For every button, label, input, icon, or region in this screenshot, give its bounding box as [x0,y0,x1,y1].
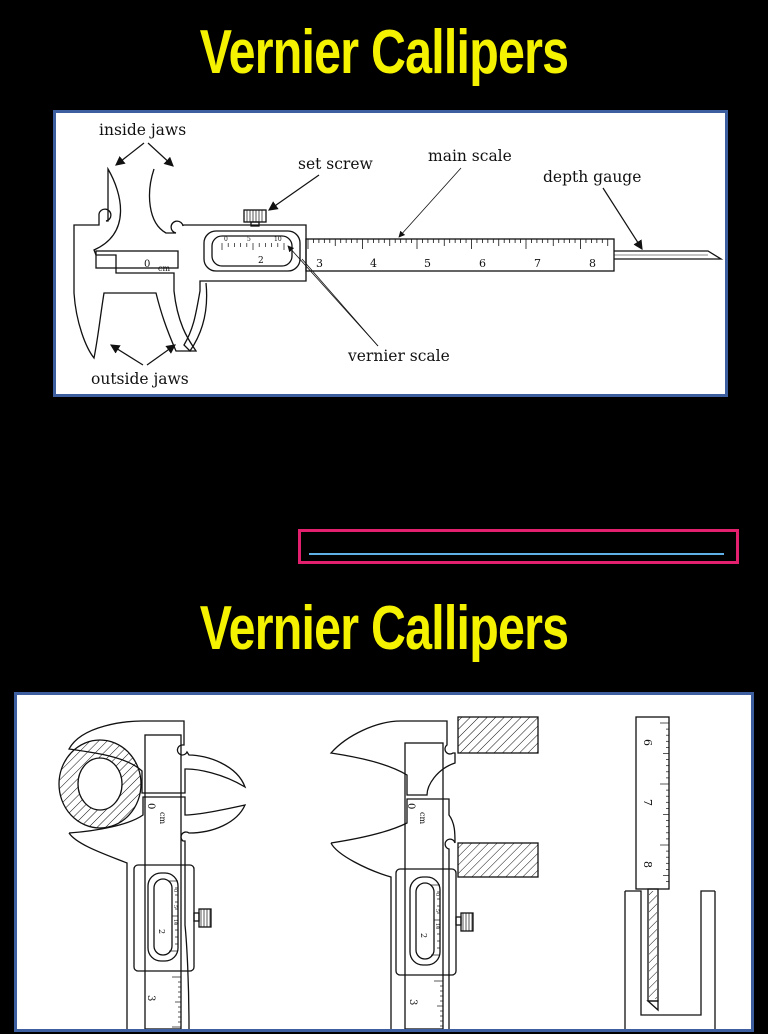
main-scale-beam [305,238,615,272]
unit-label-b: cm [418,812,427,824]
main-scale-number: 7 [534,257,541,270]
measured-hole [624,890,716,1029]
main-scale-number: 6 [479,257,486,270]
caliper-diagram-panel: 3 4 5 6 7 8 0 5 10 2 0 cm inside jaws se… [53,110,728,397]
unit-label-a: cm [158,812,167,824]
vernier-number-b: 2 [419,933,428,938]
caliper-usage-diagram: 0 cm 0 5 10 2 3 0 cm 0 5 10 [58,716,716,1030]
depth-gauge-rod [614,250,724,260]
main-scale-number: 5 [424,257,431,270]
main-ticks-a [172,976,181,1028]
vernier-ticks-a [169,880,178,952]
label-set-screw: set screw [298,155,374,173]
label-depth-gauge: depth gauge [543,168,641,186]
fixed-jaw-a [67,720,247,794]
main-scale-ticks [307,239,609,249]
label-outside-jaws: outside jaws [91,370,189,388]
vernier-window [203,230,301,272]
vernier-number: 2 [258,256,264,266]
vernier-number-b: 10 [434,923,440,929]
measured-slot-lower [457,842,539,878]
vernier-ticks-b [431,884,440,956]
fixed-jaw [73,166,198,360]
label-main-scale: main scale [428,147,512,165]
answer-highlight-box [298,529,739,564]
fixed-jaw-b [329,720,456,796]
depth-number: 6 [641,739,654,746]
sliding-jaw [148,168,307,353]
caliper-usage-panel: 0 cm 0 5 10 2 3 0 cm 0 5 10 [14,692,754,1032]
beam-a [144,734,182,1030]
zero-mark-b: 0 [405,803,416,809]
main-scale-number: 8 [589,257,596,270]
zero-mark: 0 [144,259,150,270]
vernier-number-b: 5 [434,909,440,912]
main-scale-number: 3 [316,257,323,270]
vernier-number-a: 10 [172,919,178,925]
label-vernier-scale: vernier scale [347,347,450,365]
main-digit-b: 3 [407,999,418,1005]
label-inside-jaws: inside jaws [99,121,186,139]
vernier-number-a: 5 [172,905,178,908]
measured-ring [58,739,142,829]
depth-number: 7 [641,799,654,806]
main-scale-number: 4 [370,257,377,270]
measured-slot-upper [457,716,539,754]
vernier-scale-ticks [221,243,285,250]
vernier-number: 10 [274,236,282,243]
sliding-jaw-b [330,798,456,1029]
labelled-caliper-diagram: 3 4 5 6 7 8 0 5 10 2 0 cm inside jaws se… [73,121,724,388]
depth-scale-ticks [660,722,669,882]
vernier-number-b: 0 [434,893,440,896]
main-ticks-b [434,980,443,1027]
inside-measurement-figure: 0 cm 0 5 10 2 3 [329,716,539,1030]
answer-blank-line [309,553,724,555]
depth-number: 8 [641,861,654,868]
vernier-number-a: 2 [157,929,166,934]
vernier-number: 5 [247,236,251,243]
sliding-jaw-a [68,796,247,1030]
slide-title-bottom: Vernier Callipers [199,594,569,663]
vernier-number-a: 0 [172,889,178,892]
zero-mark-a: 0 [145,803,156,809]
vernier-number: 0 [224,236,228,243]
outside-measurement-figure: 0 cm 0 5 10 2 3 [58,720,247,1030]
depth-measurement-figure: 6 7 8 [624,716,716,1029]
slide-title-top: Vernier Callipers [199,18,569,87]
main-digit-a: 3 [145,995,156,1001]
unit-label: cm [158,264,170,273]
